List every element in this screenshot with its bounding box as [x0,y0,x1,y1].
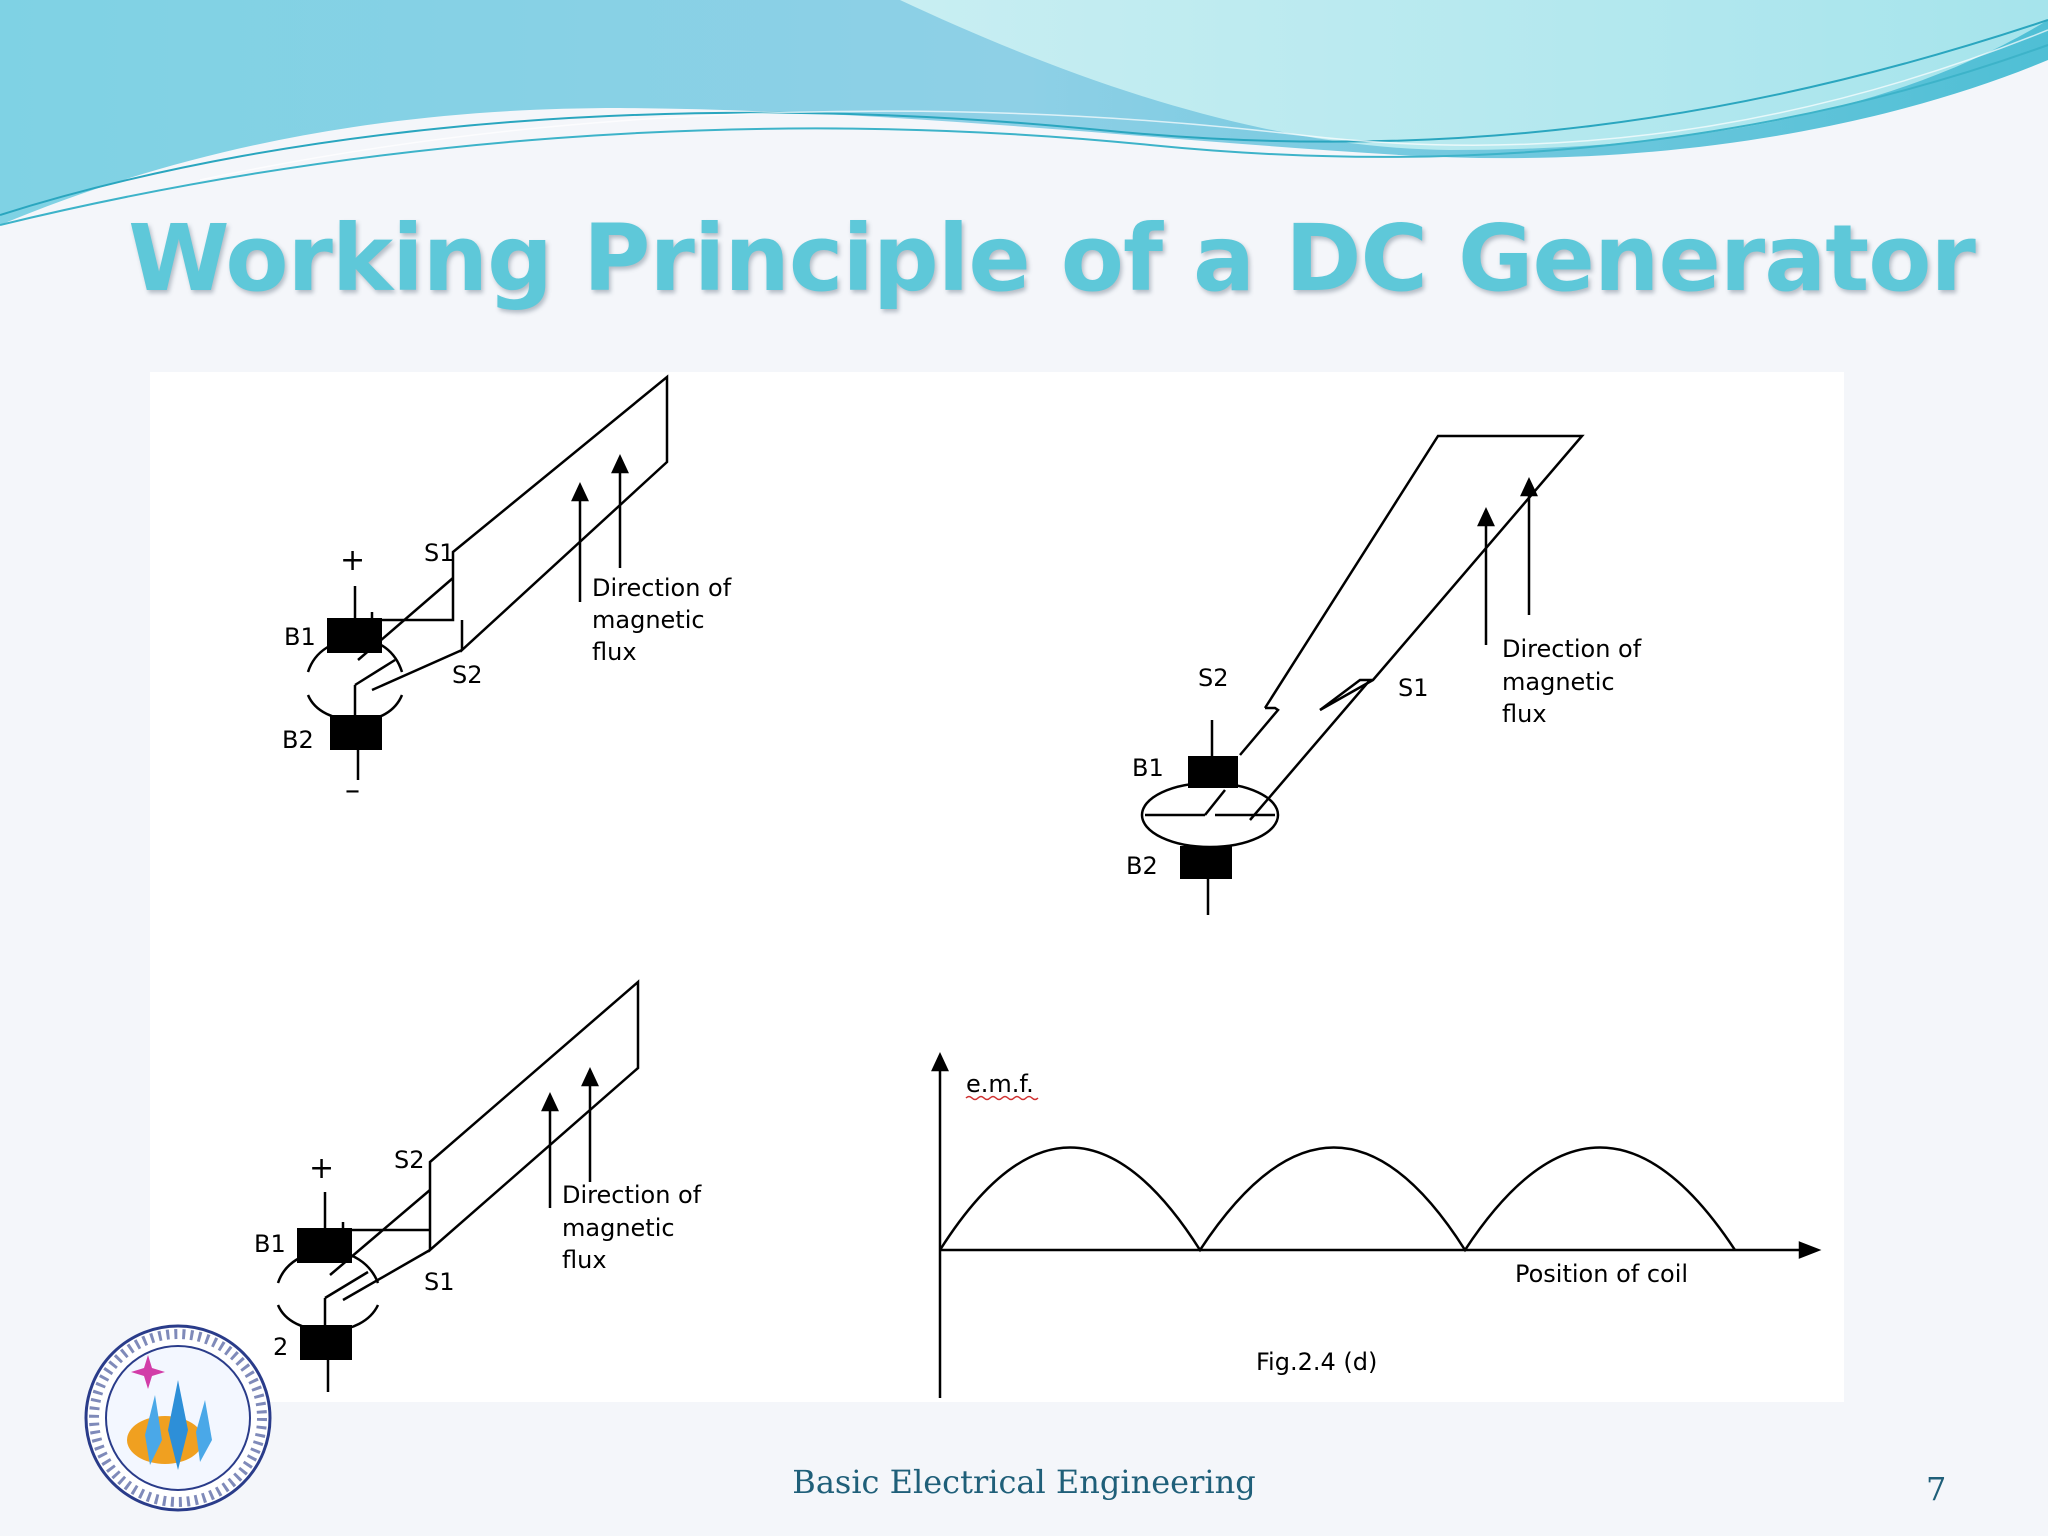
label-b-b1: B1 [1132,754,1164,782]
label-a-b2: B2 [282,726,314,754]
label-a-flux-2: magnetic [592,606,705,634]
slide-title: Working Principle of a DC Generator [128,205,1976,312]
label-b-s2: S2 [1198,664,1229,692]
label-b-flux-1: Direction of [1502,635,1642,663]
label-b-flux-3: flux [1502,700,1547,728]
label-c-s2: S2 [394,1146,425,1174]
brush-b1-a [327,618,382,653]
brush-b2-b [1180,846,1232,879]
label-b-b2: B2 [1126,852,1158,880]
emf-waveform [938,1146,1737,1253]
label-b-flux-2: magnetic [1502,668,1615,696]
header-wave-decoration [0,0,2048,226]
label-a-plus: + [340,543,365,578]
brush-b1-c [297,1228,352,1263]
label-c-flux-3: flux [562,1246,607,1274]
graph-caption: Fig.2.4 (d) [1256,1348,1377,1376]
label-c-flux-1: Direction of [562,1181,702,1209]
label-a-flux-3: flux [592,638,637,666]
graph-xlabel: Position of coil [1515,1260,1688,1288]
label-c-plus: + [309,1151,334,1186]
coil-diagram-b [1140,434,1585,915]
institute-logo [84,1324,272,1512]
label-a-flux-1: Direction of [592,574,732,602]
label-c-s1: S1 [424,1268,455,1296]
label-a-minus: – [345,773,360,808]
label-c-flux-2: magnetic [562,1214,675,1242]
brush-b1-b [1188,756,1238,788]
diagram-panel [150,372,1844,1402]
graph-ylabel: e.m.f. [966,1070,1034,1098]
footer-course-title: Basic Electrical Engineering [792,1463,1256,1501]
label-a-s2: S2 [452,661,483,689]
label-a-b1: B1 [284,623,316,651]
label-c-b2: 2 [273,1333,288,1361]
page-number: 7 [1926,1470,1947,1508]
label-c-b1: B1 [254,1230,286,1258]
spellcheck-squiggle [965,1095,1039,1101]
emf-graph [931,1052,1822,1398]
brush-b2-a [330,715,382,750]
brush-b2-c [300,1325,352,1360]
label-b-s1: S1 [1398,674,1429,702]
label-a-s1: S1 [424,539,455,567]
